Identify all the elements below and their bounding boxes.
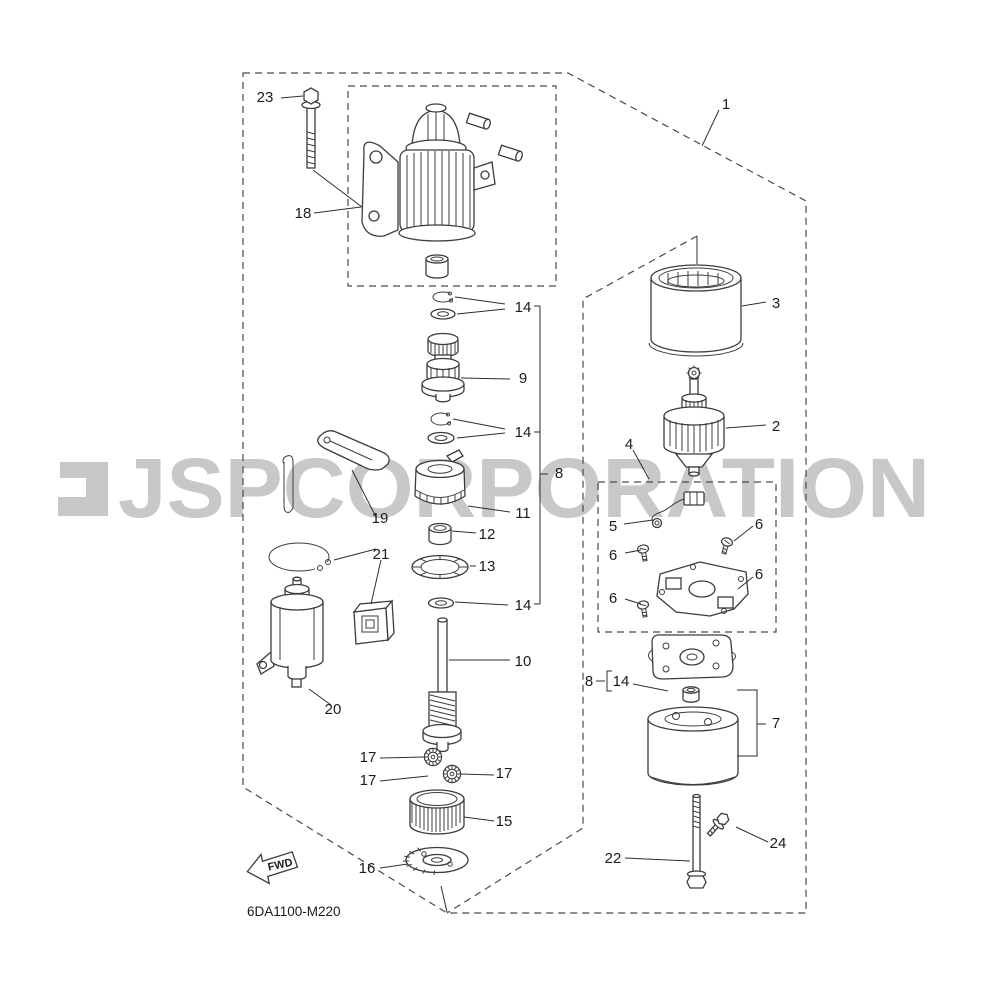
eclip-washer-14-mid-drawing [427,412,456,445]
pinion-gear-drawing [421,332,465,403]
bracket-8-center [534,305,548,605]
callout-20: 20 [325,701,342,718]
bolt-24-drawing [706,812,730,837]
circlip-washer-14-top-drawing [430,291,457,320]
callout-8-group: 8 [555,465,563,482]
washer-14-low-drawing [427,597,455,609]
screw-6-tl-drawing [636,543,652,563]
brush-assy-dashed-box [597,481,777,633]
callout-22: 22 [605,850,622,867]
callout-16: 16 [359,860,376,877]
bushing-drawing [425,254,449,279]
callout-9: 9 [519,370,527,387]
watermark-text: JSPCORPORATION [118,441,930,535]
ring-13-drawing [411,554,469,580]
callout-17-right: 17 [496,765,513,782]
callout-5: 5 [609,518,617,535]
callout-23: 23 [257,89,274,106]
callout-17-left-top: 17 [360,749,377,766]
fwd-arrow: FWD [246,851,299,885]
callout-14-low: 14 [515,597,532,614]
callout-6-bl: 6 [609,590,617,607]
screw-6-tr-drawing [717,536,734,556]
callout-2: 2 [772,418,780,435]
jsp-logo-icon [58,462,108,516]
callout-12: 12 [479,526,496,543]
callout-14-top: 14 [515,299,532,316]
callout-15: 15 [496,813,513,830]
stud-bolt [497,144,523,162]
callout-18: 18 [295,205,312,222]
gear-17a-drawing [423,747,443,767]
solenoid-20-drawing [256,576,324,688]
bracket-7 [737,689,766,757]
callout-3: 3 [772,295,780,312]
callout-7: 7 [772,715,780,732]
shaft-10-drawing [422,617,462,753]
callout-14-mid: 14 [515,424,532,441]
callout-13: 13 [479,558,496,575]
callout-4: 4 [625,436,633,453]
callout-14-right: 14 [613,673,630,690]
bolt-22-drawing [686,793,707,889]
callout-1: 1 [722,96,730,113]
clip-21-drawing [268,542,395,645]
callout-8-right: 8 [585,673,593,690]
base-plate-16-drawing [403,846,469,913]
callout-6-tl: 6 [609,547,617,564]
starter-motor-assembly-drawing [361,103,523,279]
watermark: JSPCORPORATION [58,441,930,535]
bolt-23-drawing [301,87,367,211]
clutch-11-drawing [414,449,466,505]
assembly-boundaries [242,72,807,914]
outer-dashed-boundary [242,72,807,914]
callout-24: 24 [770,835,787,852]
callout-6-tr: 6 [755,516,763,533]
bushing-12-drawing [428,522,452,546]
leader-lines [280,95,769,869]
bracket-8-14-right [596,670,612,692]
stud-bolt [465,112,491,130]
callout-21: 21 [373,546,390,563]
end-cap-7-drawing [647,706,739,786]
armature-2-drawing [663,365,725,477]
callout-17-left-bottom: 17 [360,772,377,789]
brush-holder-4-drawing [656,561,749,617]
fwd-label: FWD [267,857,294,874]
ring-gear-15-drawing [409,789,465,835]
brush-5-drawing [651,491,705,529]
end-plate-drawing [648,634,736,703]
callout-10: 10 [515,653,532,670]
gear-17b-drawing [442,764,462,784]
callout-19: 19 [372,510,389,527]
yoke-3-drawing [648,264,744,357]
callout-6-br: 6 [755,566,763,583]
diagram-code: 6DA1100-M220 [247,904,341,919]
screw-6-bl-drawing [636,599,652,619]
lever-19-drawing [282,430,390,513]
callout-11: 11 [515,505,531,522]
inner-dashed-divider [446,235,698,914]
